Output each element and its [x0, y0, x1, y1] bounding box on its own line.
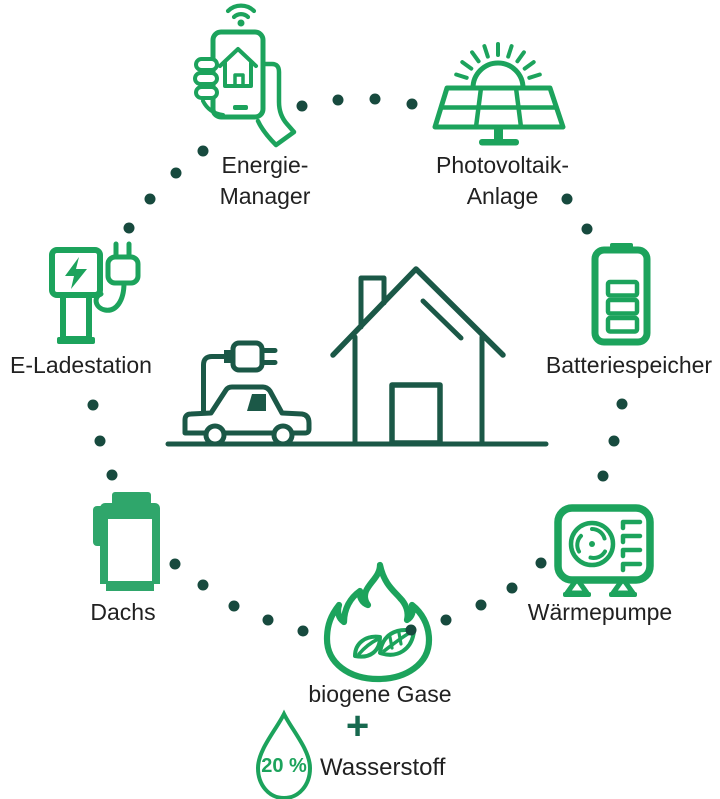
circle-dot	[197, 579, 209, 591]
circle-dot	[106, 469, 118, 481]
circle-dot	[169, 558, 181, 570]
circle-dot	[123, 222, 135, 234]
circle-dot	[332, 94, 344, 106]
photovoltaik-label: Photovoltaik- Anlage	[436, 152, 569, 209]
circle-dot	[262, 614, 274, 626]
circle-dot	[87, 399, 99, 411]
circle-dot	[94, 435, 106, 447]
circle-dot	[506, 582, 518, 594]
circle-dot	[440, 614, 452, 626]
circle-dot	[561, 193, 573, 205]
house-with-electric-car-icon	[165, 266, 549, 447]
circle-dot	[405, 624, 417, 636]
circle-dot	[170, 167, 182, 179]
circle-dot	[197, 145, 209, 157]
wasserstoff-label: Wasserstoff	[320, 754, 446, 781]
batteriespeicher-label: Batteriespeicher	[545, 352, 713, 378]
circle-dot	[406, 98, 418, 110]
waermepumpe-label: Wärmepumpe	[527, 599, 673, 625]
battery-icon	[591, 243, 651, 346]
circle-dot	[228, 600, 240, 612]
circle-dot	[581, 223, 593, 235]
chp-boiler-icon	[93, 492, 160, 591]
energie-manager-label: Energie- Manager	[219, 152, 311, 209]
heat-pump-icon	[554, 504, 654, 597]
e-ladestation-label: E-Ladestation	[10, 352, 152, 378]
ev-charging-station-icon	[49, 241, 141, 344]
circle-dot	[296, 100, 308, 112]
circle-dot	[616, 398, 628, 410]
circle-dot	[535, 557, 547, 569]
biogene-gase-label: biogene Gase	[308, 681, 452, 707]
water-drop-icon	[255, 709, 313, 799]
circle-dot	[608, 435, 620, 447]
circle-dot	[369, 93, 381, 105]
dachs-label: Dachs	[90, 599, 156, 625]
circle-dot	[475, 599, 487, 611]
circle-dot	[297, 625, 309, 637]
plus-sign: +	[345, 704, 370, 748]
circle-dot	[597, 470, 609, 482]
drop-percent-label: 20 %	[261, 755, 307, 777]
circle-dot	[144, 193, 156, 205]
solar-panel-with-sun-icon	[432, 42, 566, 146]
smartphone-in-hand-with-wifi-icon	[193, 3, 297, 148]
flame-with-leaves-icon	[323, 561, 433, 683]
